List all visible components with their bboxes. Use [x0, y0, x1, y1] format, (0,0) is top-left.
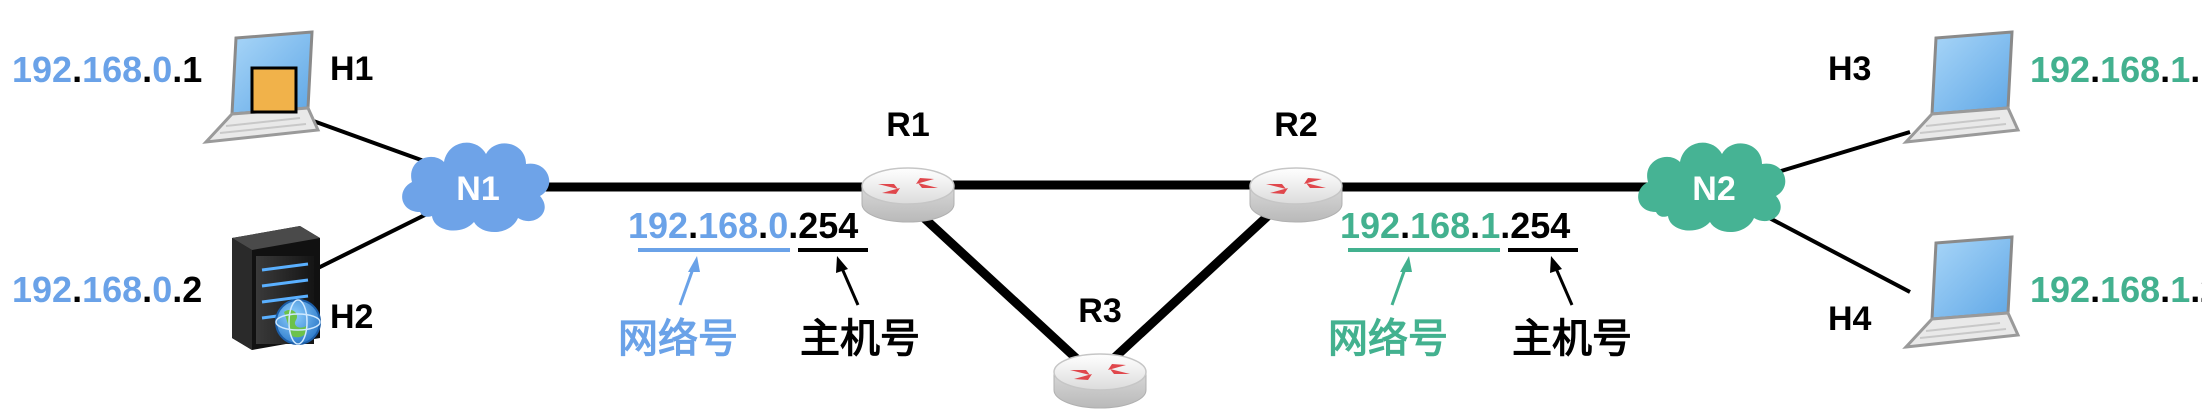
router-r3: R3: [1053, 292, 1147, 409]
cloud-icon: [1638, 142, 1786, 233]
link-h1-n1: [304, 116, 436, 167]
arrow-icon: [678, 256, 700, 306]
host-h2: H2 192.168.0.2: [12, 226, 373, 350]
arrow-icon: [1390, 256, 1412, 306]
folder-icon: [250, 66, 298, 114]
host-h4: H4 192.168.1.2: [1828, 235, 2202, 349]
router-icon: [1249, 167, 1343, 223]
host-h4-label: H4: [1828, 300, 1872, 338]
network-n1-cloud: N1: [402, 142, 550, 233]
link-r1-r3: [906, 201, 1082, 364]
laptop-icon: [1902, 30, 2021, 144]
interface-r1-ip: 192.168.0.254: [628, 205, 858, 246]
router-icon: [1053, 353, 1147, 409]
host-h3-label: H3: [1828, 50, 1871, 88]
host-number-label: 主机号: [1512, 317, 1632, 361]
network-n2-cloud: N2: [1638, 142, 1786, 233]
host-h1-label: H1: [330, 50, 373, 88]
router-icon: [861, 167, 955, 223]
cloud-icon: [402, 142, 550, 233]
host-h1: H1 192.168.0.1: [12, 30, 373, 144]
host-number-label: 主机号: [800, 317, 920, 361]
host-h2-ip: 192.168.0.2: [12, 269, 202, 310]
interface-r2-annotation: 192.168.1.254 网络号 主机号: [1328, 205, 1632, 361]
host-h3-ip: 192.168.1.1: [2030, 49, 2202, 90]
arrow-icon: [836, 256, 860, 306]
network-n2-label: N2: [1692, 170, 1735, 208]
router-r2-label: R2: [1274, 106, 1317, 144]
network-n1-label: N1: [456, 170, 499, 208]
host-h1-ip: 192.168.0.1: [12, 49, 202, 90]
router-r1-label: R1: [886, 106, 929, 144]
network-number-label: 网络号: [1328, 316, 1448, 361]
link-n2-h4: [1757, 210, 1911, 294]
host-h3: H3 192.168.1.1: [1828, 30, 2202, 144]
globe-icon: [275, 299, 321, 345]
router-r3-label: R3: [1078, 292, 1121, 330]
network-number-label: 网络号: [618, 316, 738, 361]
host-h4-ip: 192.168.1.2: [2030, 269, 2202, 310]
link-n2-h3: [1757, 130, 1911, 180]
host-h2-label: H2: [330, 298, 373, 336]
links: [304, 116, 1911, 364]
arrow-icon: [1550, 256, 1574, 306]
link-r3-r2: [1108, 196, 1289, 364]
router-r2: R2: [1249, 106, 1343, 223]
router-r1: R1: [861, 106, 955, 223]
interface-r2-ip: 192.168.1.254: [1340, 205, 1570, 246]
laptop-icon: [1902, 235, 2021, 349]
interface-r1-annotation: 192.168.0.254 网络号 主机号: [618, 205, 920, 361]
